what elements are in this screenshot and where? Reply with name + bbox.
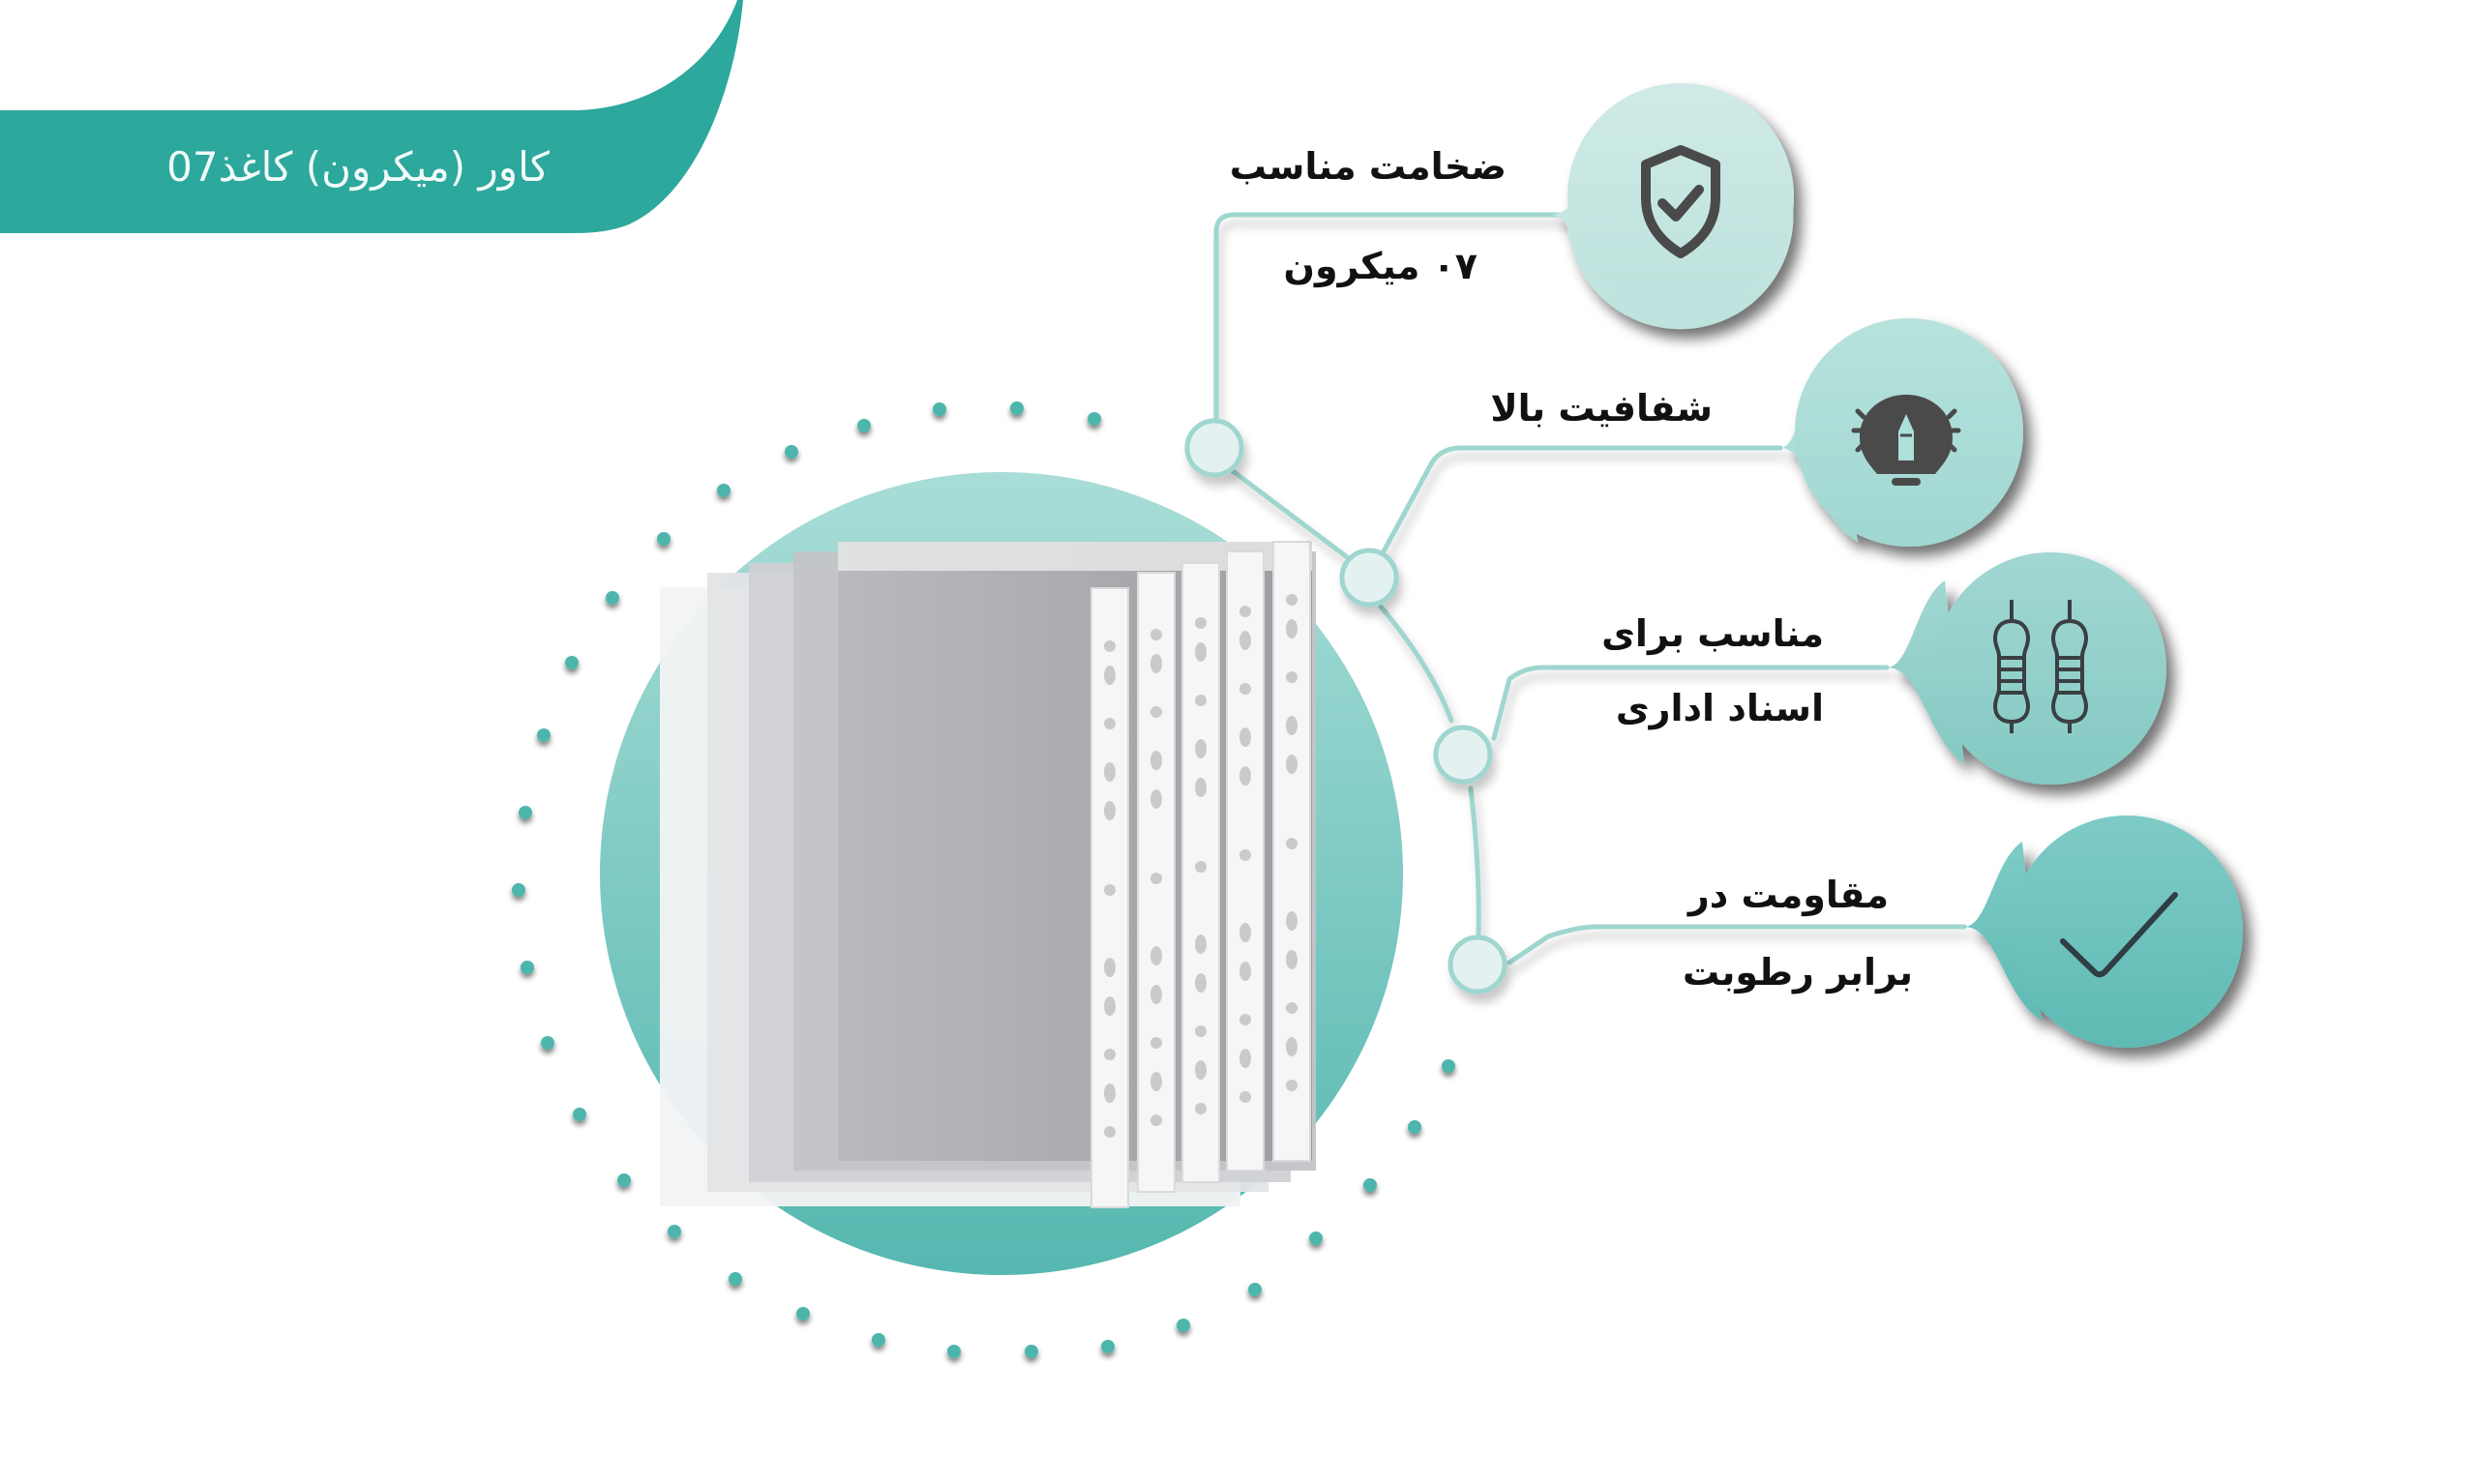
resistor-pair-icon bbox=[1992, 600, 2089, 733]
feature-office-docs-line1: مناسب برای bbox=[1601, 612, 1824, 655]
punched-strips bbox=[1090, 541, 1311, 1208]
dotted-ring bbox=[512, 401, 1455, 1358]
feature-thickness-title: ضخامت مناسب bbox=[1229, 145, 1507, 188]
header-banner-shape bbox=[0, 0, 743, 233]
feature-moisture-line2: برابر رطوبت bbox=[1682, 951, 1913, 994]
shield-check-icon bbox=[1641, 145, 1720, 258]
feature-office-docs-line2: اسناد اداری bbox=[1615, 687, 1824, 729]
feature-transparency-title: شفافیت بالا bbox=[1490, 387, 1713, 430]
connector-lines bbox=[1213, 212, 1967, 965]
banner-title: کاور (میکرون) کاغذ07 bbox=[166, 143, 550, 191]
feature-bubble-moisture bbox=[1964, 816, 2243, 1048]
feature-thickness-value: ۰۷ میکرون bbox=[1283, 245, 1477, 287]
feature-bubble-office-docs bbox=[1887, 552, 2166, 785]
product-image-sheet-protectors bbox=[660, 541, 1316, 1208]
connector-nodes bbox=[1184, 418, 1507, 994]
checkmark-icon bbox=[2060, 892, 2178, 978]
lightbulb-pencil-icon bbox=[1851, 395, 1961, 486]
feature-moisture-line1: مقاومت در bbox=[1687, 874, 1889, 916]
